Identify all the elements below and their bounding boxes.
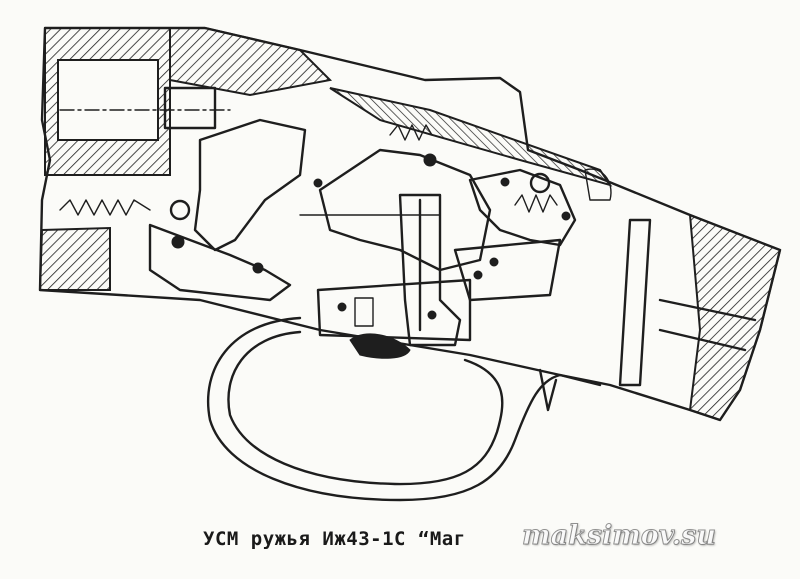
stock-bolt [658, 298, 757, 352]
safety-slide [584, 168, 612, 201]
lever-pivot [252, 262, 264, 274]
sear-spring-upper [389, 124, 433, 141]
right-pin [561, 211, 571, 221]
caption: УСМ ружья Иж43-1С “Маг [203, 528, 466, 550]
disconnector [398, 193, 462, 347]
hammer-pin [313, 178, 323, 188]
inertia-pin-2 [489, 257, 499, 267]
mainspring-right [514, 194, 558, 213]
tang-screw [618, 218, 652, 387]
cocking-lever [148, 223, 292, 302]
firing-pin-spring [59, 199, 151, 216]
right-hammer-pivot [529, 172, 551, 194]
trigger-plate [316, 278, 472, 342]
watermark: maksimov.su [521, 520, 717, 552]
trigger-guard-tail [538, 368, 558, 412]
inertia-block [453, 238, 562, 302]
left-hammer [193, 118, 307, 252]
firing-pin-housing [163, 86, 217, 130]
upper-tang-hatch [169, 27, 333, 97]
inertia-pin [473, 270, 483, 280]
trigger-blade [349, 333, 411, 359]
sear-pin-right [500, 177, 510, 187]
sear-pivot [423, 153, 437, 167]
top-rib-hatch [329, 87, 613, 187]
trigger-pin [337, 302, 347, 312]
stock-hatch [688, 213, 782, 422]
lower-block-hatch [38, 226, 111, 291]
rod-pin [427, 310, 437, 320]
trigger-guard-inner [227, 330, 504, 486]
trigger-slot [354, 297, 374, 327]
sear-assembly [318, 148, 492, 272]
trigger-guard-outer [206, 316, 602, 502]
cocking-pivot [169, 199, 191, 221]
barrel-bore [57, 59, 159, 141]
